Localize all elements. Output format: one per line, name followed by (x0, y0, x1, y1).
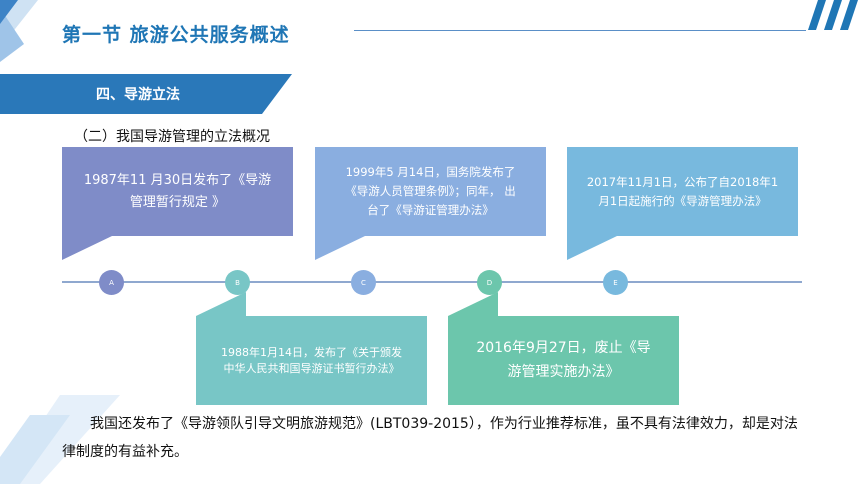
event-box-e: 2017年11月1日，公布了自2018年1 月1日起施行的《导游管理办法》 (567, 147, 798, 236)
corner-decoration-left (0, 0, 38, 62)
event-box-a: 1987年11 月30日发布了《导游 管理暂行规定 》 (62, 147, 293, 236)
corner-decoration-bottom (0, 395, 120, 484)
event-b-line-2: 中华人民共和国导游证书暂行办法》 (223, 361, 400, 375)
event-a-pointer (62, 236, 112, 260)
section-banner (0, 74, 292, 114)
event-e-line-1: 2017年11月1日，公布了自2018年1 (586, 174, 779, 189)
event-c-line-2: 《导游人员管理条例》；同年， 出 (345, 184, 516, 199)
timeline-node-b: B (225, 270, 250, 295)
event-e-pointer (567, 236, 617, 260)
event-box-d: 2016年9月27日，废止《导 游管理实施办法》 (448, 316, 679, 405)
timeline-node-d: D (477, 270, 502, 295)
timeline-node-a: A (99, 270, 124, 295)
event-b-pointer (196, 292, 246, 316)
timeline-axis (62, 281, 802, 283)
event-d-line-2: 游管理实施办法》 (507, 363, 620, 380)
event-c-pointer (315, 236, 365, 260)
event-c-line-1: 1999年5 月14日，国务院发布了 (345, 165, 516, 180)
title-underline (354, 30, 806, 31)
section-heading: 四、导游立法 (96, 87, 180, 103)
event-d-line-1: 2016年9月27日，废止《导 (476, 340, 651, 357)
event-d-pointer (448, 292, 498, 316)
subtitle: （二）我国导游管理的立法概况 (74, 129, 270, 145)
timeline-node-c: C (351, 270, 376, 295)
stripes-decoration-right (808, 0, 858, 30)
event-a-line-1: 1987年11 月30日发布了《导游 (83, 173, 272, 189)
event-c-line-3: 台了《导游证管理办法》 (367, 202, 494, 217)
event-box-c: 1999年5 月14日，国务院发布了 《导游人员管理条例》；同年， 出 台了《导… (315, 147, 546, 236)
event-b-line-1: 1988年1月14日，发布了《关于颁发 (221, 345, 402, 359)
page-title: 第一节 旅游公共服务概述 (62, 24, 290, 46)
event-a-line-2: 管理暂行规定 》 (129, 194, 226, 210)
body-paragraph: 我国还发布了《导游领队引导文明旅游规范》(LBT039-2015），作为行业推荐… (62, 416, 798, 460)
timeline-node-e: E (603, 270, 628, 295)
event-box-b: 1988年1月14日，发布了《关于颁发 中华人民共和国导游证书暂行办法》 (196, 316, 427, 405)
event-e-line-2: 月1日起施行的《导游管理办法》 (598, 193, 767, 208)
